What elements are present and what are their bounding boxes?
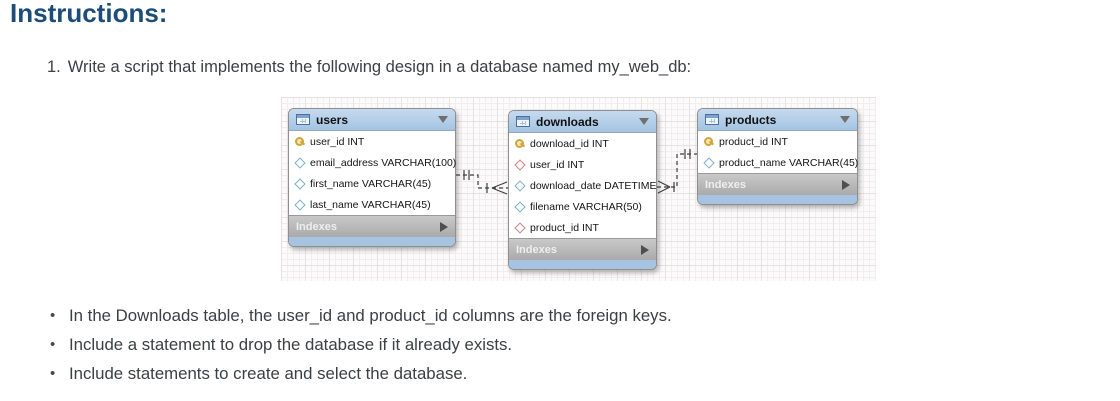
table-icon [516, 116, 530, 127]
indexes-label: Indexes [705, 178, 746, 191]
column-row: download_date DATETIME [509, 175, 656, 196]
indexes-bar: Indexes [509, 238, 656, 260]
column-label: product_name VARCHAR(45) [719, 156, 859, 169]
bullet-item: Include statements to create and select … [48, 359, 672, 388]
column-row: first_name VARCHAR(45) [289, 173, 455, 194]
column-list: download_id INT user_id INT download_dat… [509, 133, 656, 238]
list-number: 1. [47, 58, 61, 76]
bullet-item: Include a statement to drop the database… [48, 330, 672, 359]
relationship-line-users-downloads [456, 174, 508, 189]
table-header-products: products [698, 109, 857, 131]
table-title: users [316, 112, 349, 127]
table-card-downloads: downloads download_id INT user_id INT do… [508, 110, 657, 270]
column-label: email_address VARCHAR(100) [310, 156, 457, 169]
table-footer-strip [509, 260, 656, 269]
column-row: user_id INT [509, 154, 656, 175]
table-title: downloads [536, 114, 599, 129]
indexes-label: Indexes [296, 220, 337, 233]
column-label: first_name VARCHAR(45) [310, 177, 432, 190]
column-row: product_name VARCHAR(45) [698, 152, 859, 173]
chevron-right-icon [641, 244, 649, 255]
column-row: download_id INT [509, 133, 656, 154]
column-row: product_id INT [509, 217, 656, 238]
table-icon [705, 114, 719, 125]
chevron-down-icon [639, 118, 649, 125]
table-footer-strip [289, 237, 455, 246]
chevron-down-icon [840, 116, 850, 123]
table-header-users: users [289, 109, 455, 131]
bullet-item: In the Downloads table, the user_id and … [48, 301, 672, 330]
instruction-text: Write a script that implements the follo… [67, 58, 692, 76]
table-icon [296, 114, 310, 125]
diamond-icon [294, 199, 305, 210]
table-card-users: users user_id INT email_address VARCHAR(… [288, 108, 456, 247]
column-label: download_id INT [530, 137, 609, 150]
page-title: Instructions: [10, 0, 168, 28]
column-row: user_id INT [289, 131, 455, 152]
table-header-downloads: downloads [509, 111, 656, 133]
numbered-instruction: 1. Write a script that implements the fo… [47, 58, 691, 77]
column-label: filename VARCHAR(50) [530, 200, 642, 213]
chevron-right-icon [440, 221, 448, 232]
indexes-label: Indexes [516, 243, 557, 256]
table-title: products [725, 112, 777, 127]
table-footer-strip [698, 195, 857, 204]
diamond-icon [294, 178, 305, 189]
column-list: user_id INT email_address VARCHAR(100) f… [289, 131, 457, 215]
chevron-right-icon [842, 179, 850, 190]
column-row: filename VARCHAR(50) [509, 196, 656, 217]
one-cardinality-marks [463, 170, 470, 180]
requirements-list: In the Downloads table, the user_id and … [48, 301, 672, 388]
column-row: email_address VARCHAR(100) [289, 152, 457, 173]
er-diagram-canvas: users user_id INT email_address VARCHAR(… [281, 97, 876, 281]
column-label: user_id INT [310, 135, 365, 148]
diamond-icon [294, 157, 305, 168]
crow-foot-many-marks [657, 180, 675, 194]
column-row: product_id INT [698, 131, 857, 152]
table-card-products: products product_id INT product_name VAR… [697, 108, 858, 205]
diamond-icon [514, 180, 525, 191]
column-row: last_name VARCHAR(45) [289, 194, 455, 215]
column-label: product_id INT [530, 221, 599, 234]
one-cardinality-marks [684, 149, 691, 159]
indexes-bar: Indexes [289, 215, 455, 237]
column-label: last_name VARCHAR(45) [310, 198, 431, 211]
fk-diamond-icon [514, 159, 525, 170]
key-icon [294, 136, 305, 147]
key-icon [703, 136, 714, 147]
column-label: download_date DATETIME [530, 179, 657, 192]
relationship-line-products-downloads [657, 153, 697, 188]
column-label: product_id INT [719, 135, 788, 148]
key-icon [514, 138, 525, 149]
crow-foot-many-marks [486, 181, 508, 195]
indexes-bar: Indexes [698, 173, 857, 195]
diamond-icon [703, 157, 714, 168]
column-list: product_id INT product_name VARCHAR(45) [698, 131, 859, 173]
chevron-down-icon [438, 116, 448, 123]
fk-diamond-icon [514, 222, 525, 233]
column-label: user_id INT [530, 158, 585, 171]
diamond-icon [514, 201, 525, 212]
